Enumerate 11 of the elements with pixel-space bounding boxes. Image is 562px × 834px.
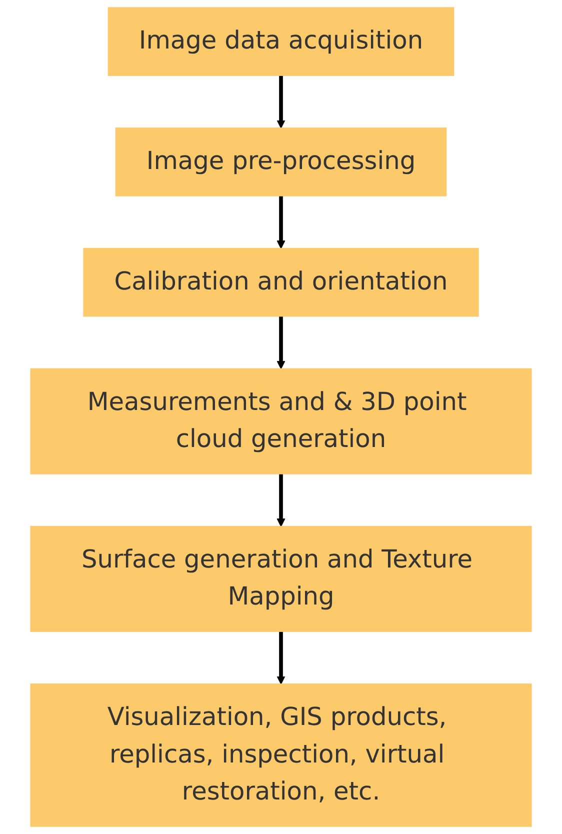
- arrow: [276, 474, 286, 527]
- node-box: Surface generation and Texture Mapping: [30, 526, 532, 632]
- arrow: [276, 631, 286, 684]
- node-box: Image data acquisition: [108, 7, 454, 76]
- arrow: [276, 316, 286, 370]
- node-box: Measurements and & 3D point cloud generation: [30, 368, 532, 474]
- arrow: [276, 75, 286, 128]
- node-box: Calibration and orientation: [83, 248, 479, 317]
- node-box: Image pre-processing: [115, 128, 447, 196]
- node-box: Visualization, GIS products, replicas, inspection, virtual restoration, etc.: [30, 684, 532, 827]
- arrow: [276, 196, 286, 249]
